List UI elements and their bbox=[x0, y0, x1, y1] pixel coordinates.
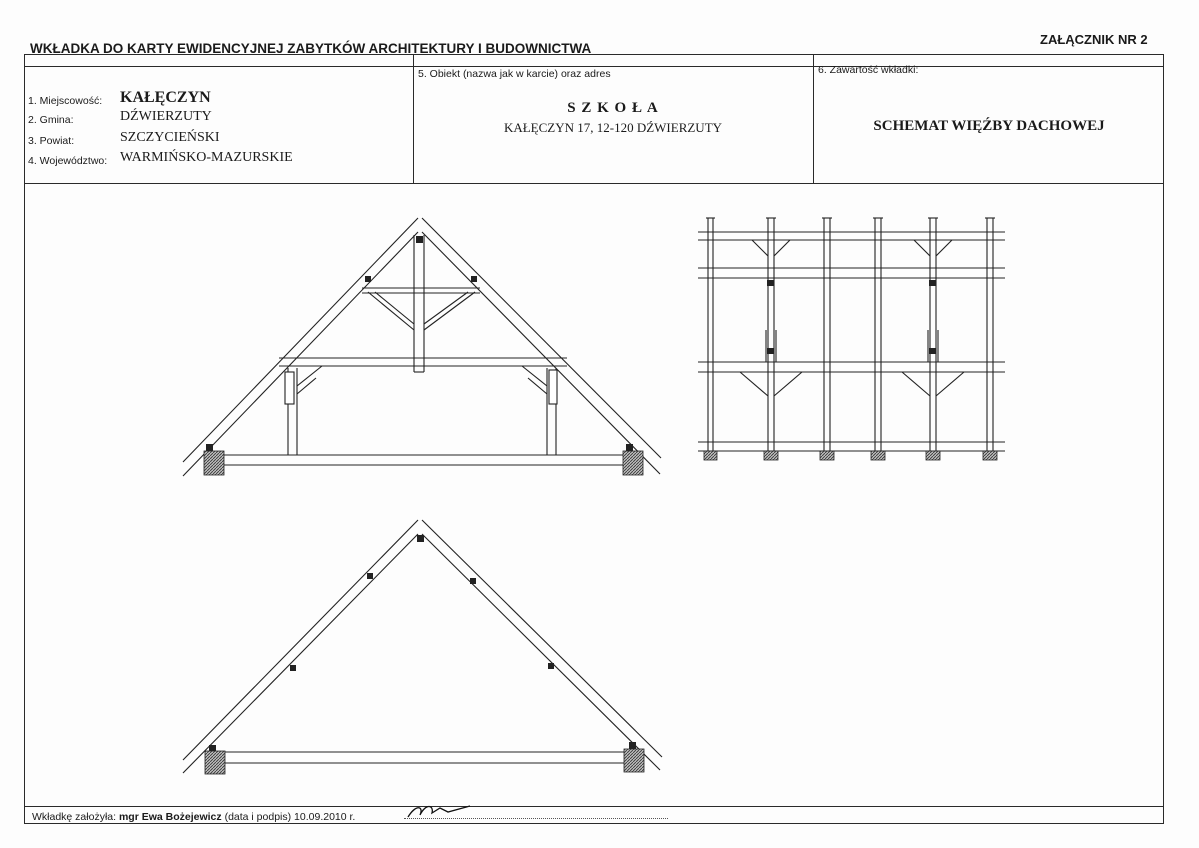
wall-plate-left bbox=[203, 450, 225, 476]
field-value-voivodeship: WARMIŃSKO-MAZURSKIE bbox=[120, 150, 293, 165]
signature-line bbox=[404, 818, 668, 819]
divider-1 bbox=[413, 55, 415, 184]
wall-plate-right-2 bbox=[623, 748, 645, 773]
divider-2 bbox=[813, 55, 815, 184]
wall-plate-right bbox=[622, 450, 644, 476]
contents-value: SCHEMAT WIĘŹBY DACHOWEJ bbox=[873, 118, 1105, 134]
truss-simple bbox=[182, 519, 663, 774]
truss-with-posts bbox=[182, 217, 662, 477]
field-label-town: 1. Miejscowość: bbox=[28, 95, 103, 107]
footer-author: mgr Ewa Bożejewicz bbox=[118, 811, 222, 823]
truss-simple-joints bbox=[209, 535, 636, 752]
header-bottom-line bbox=[24, 183, 1164, 185]
footer-prefix: Wkładkę założyła: bbox=[32, 811, 117, 823]
footer: Wkładkę założyła: mgr Ewa Bożejewicz (da… bbox=[32, 811, 355, 823]
contents-label: 6. Zawartość wkładki: bbox=[818, 64, 919, 76]
title-underline bbox=[24, 66, 1164, 68]
object-address: KAŁĘCZYN 17, 12-120 DŹWIERZUTY bbox=[503, 120, 723, 135]
object-name: S Z K O Ł A bbox=[567, 100, 659, 116]
footer-line bbox=[24, 806, 1164, 808]
truss-joints bbox=[206, 236, 633, 451]
roof-plan-joints bbox=[767, 280, 936, 354]
field-value-county: SZCZYCIEŃSKI bbox=[120, 130, 220, 145]
footer-date: 10.09.2010 r. bbox=[294, 811, 356, 823]
field-label-commune: 2. Gmina: bbox=[28, 114, 74, 126]
field-value-town: KAŁĘCZYN bbox=[120, 89, 211, 106]
field-label-voivodeship: 4. Województwo: bbox=[28, 155, 108, 167]
signature-mark bbox=[407, 805, 471, 818]
attachment-number: ZAŁĄCZNIK NR 2 bbox=[1040, 32, 1148, 47]
sheet-frame bbox=[24, 54, 1164, 824]
sheet-title: WKŁADKA DO KARTY EWIDENCYJNEJ ZABYTKÓW A… bbox=[30, 41, 592, 56]
roof-plan-footings bbox=[703, 450, 998, 461]
footer-note: (data i podpis) bbox=[224, 811, 292, 823]
roof-plan-view bbox=[698, 217, 1005, 452]
wall-plate-left-2 bbox=[204, 750, 226, 775]
object-label: 5. Obiekt (nazwa jak w karcie) oraz adre… bbox=[418, 68, 611, 80]
field-label-county: 3. Powiat: bbox=[28, 135, 75, 147]
field-value-commune: DŹWIERZUTY bbox=[120, 109, 212, 124]
